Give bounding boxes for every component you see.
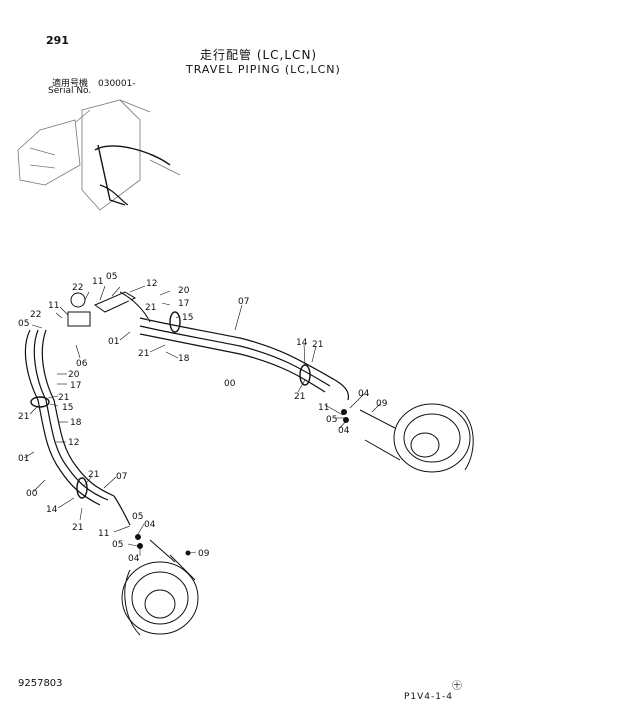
callout-20: 20 <box>178 286 190 296</box>
callout-17: 17 <box>70 381 81 391</box>
callout-01: 01 <box>108 337 119 347</box>
serial-label: Serial No. <box>48 86 92 96</box>
callout-05: 05 <box>132 512 143 522</box>
page-title: TRAVEL PIPING (LC,LCN) <box>186 63 341 76</box>
callout-07: 07 <box>238 297 249 307</box>
callout-05: 05 <box>18 319 29 329</box>
callout-15: 15 <box>62 403 73 413</box>
travel-motor-right <box>359 403 474 473</box>
callout-11: 11 <box>92 277 103 287</box>
callout-06: 06 <box>76 359 88 369</box>
callout-22: 22 <box>72 283 83 293</box>
callout-05: 05 <box>106 272 117 282</box>
callout-21: 21 <box>145 303 156 313</box>
callout-04: 04 <box>144 520 156 530</box>
callout-00: 00 <box>26 489 38 499</box>
callout-21: 21 <box>58 393 69 403</box>
callout-09: 09 <box>198 549 210 559</box>
callout-05: 05 <box>326 415 337 425</box>
callout-18: 18 <box>178 354 190 364</box>
callout-21: 21 <box>312 340 323 350</box>
callout-21: 21 <box>294 392 305 402</box>
callout-11: 11 <box>98 529 109 539</box>
travel-motor-lower <box>121 539 199 636</box>
callout-11: 11 <box>318 403 329 413</box>
callout-21: 21 <box>18 412 29 422</box>
callout-17: 17 <box>178 299 189 309</box>
callout-21: 21 <box>88 470 99 480</box>
callout-18: 18 <box>70 418 82 428</box>
callout-15: 15 <box>182 313 193 323</box>
leader-lines <box>23 285 381 556</box>
page-title-japanese: 走行配管 (LC,LCN) <box>200 48 318 62</box>
hose-bundle-upper <box>139 317 350 401</box>
callout-labels: 22 11 05 12 20 21 17 15 07 11 22 05 01 2… <box>18 272 388 564</box>
serial-value: 030001- <box>98 79 136 89</box>
page-number: 291 <box>46 34 69 47</box>
callout-11: 11 <box>48 301 59 311</box>
valve-block <box>67 291 151 327</box>
callout-00: 00 <box>224 379 236 389</box>
fittings-lower <box>135 409 349 556</box>
page-code: P1V4-1-4 <box>404 692 453 702</box>
callout-09: 09 <box>376 399 388 409</box>
callout-04: 04 <box>128 554 140 564</box>
document-number: 9257803 <box>18 678 63 689</box>
hose-clamps <box>30 311 311 499</box>
callout-14: 14 <box>46 505 58 515</box>
callout-21: 21 <box>138 349 149 359</box>
locator-thumbnail <box>17 99 181 211</box>
callout-22: 22 <box>30 310 41 320</box>
hose-bundle-lower <box>24 329 131 526</box>
serial-label-japanese: 適用号機 <box>52 79 89 89</box>
callout-20: 20 <box>68 370 80 380</box>
callout-12: 12 <box>68 438 79 448</box>
callout-21: 21 <box>72 523 83 533</box>
callout-01: 01 <box>18 454 29 464</box>
callout-07: 07 <box>116 472 127 482</box>
callout-04: 04 <box>338 426 350 436</box>
callout-04: 04 <box>358 389 370 399</box>
callout-05: 05 <box>112 540 123 550</box>
note-mark: ㊉ <box>452 681 462 692</box>
callout-12: 12 <box>146 279 157 289</box>
callout-14: 14 <box>296 338 308 348</box>
